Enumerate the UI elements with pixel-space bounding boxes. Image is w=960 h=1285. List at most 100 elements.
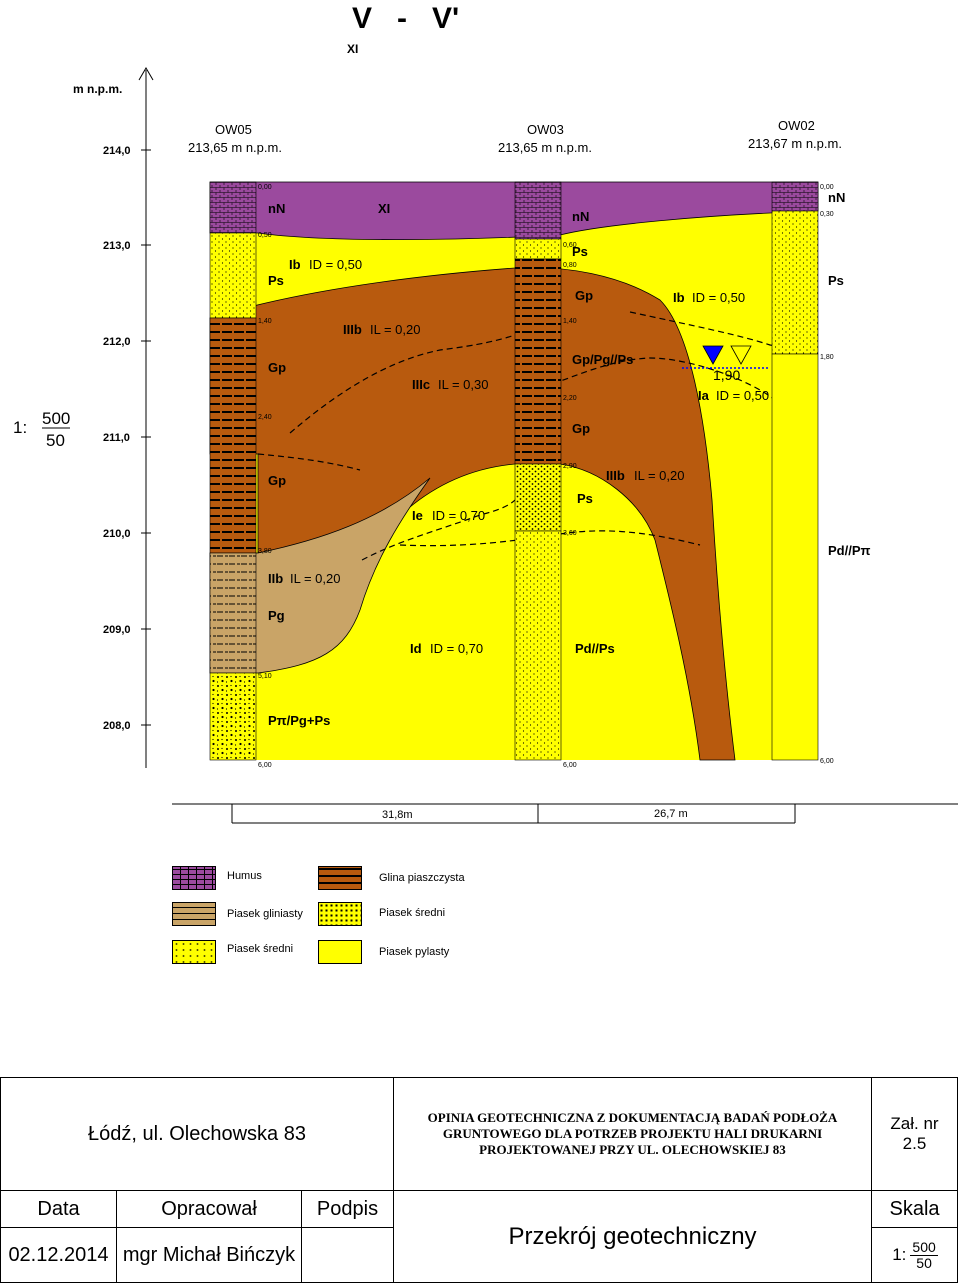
legend-swatch-loamy-sand: [172, 902, 216, 926]
svg-text:1,80: 1,80: [820, 354, 834, 361]
legend-label: Humus: [227, 870, 262, 882]
drawing-cell: Przekrój geotechniczny: [394, 1191, 872, 1282]
svg-text:XI: XI: [378, 201, 390, 216]
svg-text:IL = 0,20: IL = 0,20: [290, 571, 340, 586]
depth-labels: 0,00 0,50 1,40 2,40 3,80 5,10 6,00 0,60 …: [258, 184, 834, 769]
svg-text:Ia: Ia: [698, 388, 710, 403]
layer-loamy-sand: [209, 477, 431, 674]
svg-text:ID = 0,50: ID = 0,50: [309, 257, 362, 272]
axis-ticks: 214,0 213,0 212,0 211,0 210,0 209,0 208,…: [103, 145, 151, 732]
drawing-title: Przekrój geotechniczny: [508, 1222, 757, 1250]
svg-text:50: 50: [46, 431, 65, 450]
opinion-cell: OPINIA GEOTECHNICZNA Z DOKUMENTACJĄ BADA…: [394, 1078, 872, 1191]
svg-text:Pd//Pπ: Pd//Pπ: [828, 543, 871, 558]
svg-text:0,80: 0,80: [563, 262, 577, 269]
svg-text:nN: nN: [572, 209, 589, 224]
borehole-ow05: [209, 181, 257, 761]
svg-text:Ib: Ib: [289, 257, 301, 272]
legend-label: Piasek średni: [227, 943, 294, 955]
svg-text:nN: nN: [828, 190, 845, 205]
svg-text:ID = 0,70: ID = 0,70: [432, 508, 485, 523]
axis-tick-label: 212,0: [103, 336, 131, 348]
legend-label: Piasek gliniasty: [227, 908, 303, 920]
svg-text:Gp/Pg//Ps: Gp/Pg//Ps: [572, 352, 633, 367]
svg-text:Gp: Gp: [268, 473, 286, 488]
borehole-ow03: [514, 181, 562, 761]
author-value: mgr Michał Bińczyk: [122, 1243, 296, 1266]
legend-swatch-coarse-sand: [318, 902, 362, 926]
legend: Humus Glina piaszczysta Piasek gliniasty…: [172, 862, 592, 972]
groundwater-filled-triangle-icon: [702, 345, 724, 365]
svg-text:IL = 0,30: IL = 0,30: [438, 377, 488, 392]
axis-tick-label: 214,0: [103, 145, 131, 157]
svg-text:Ps: Ps: [572, 244, 588, 259]
layer-labels: nN XI nN nN Ps Ib ID = 0,50 Ps Gp Ib ID …: [268, 190, 871, 728]
distance-bar: 31,8m 26,7 m: [172, 803, 958, 824]
axis-tick-label: 211,0: [103, 432, 130, 444]
borehole-name: OW05: [215, 122, 252, 137]
svg-text:Ie: Ie: [412, 508, 423, 523]
groundwater-open-triangle-icon: [730, 345, 752, 365]
svg-text:IIIb: IIIb: [606, 468, 625, 483]
svg-text:Pπ/Pg+Ps: Pπ/Pg+Ps: [268, 713, 330, 728]
svg-text:IL = 0,20: IL = 0,20: [370, 322, 420, 337]
groundwater-marker: 1,90: [682, 345, 770, 383]
axis-tick-label: 210,0: [103, 528, 131, 540]
author-header: Opracował: [117, 1191, 302, 1228]
svg-text:0,00: 0,00: [258, 184, 272, 191]
svg-text:Pd//Ps: Pd//Ps: [575, 641, 615, 656]
svg-text:Id: Id: [410, 641, 422, 656]
legend-label: Glina piaszczysta: [379, 872, 465, 884]
location: Łódź, ul. Olechowska 83: [88, 1122, 306, 1145]
svg-text:Ps: Ps: [268, 273, 284, 288]
svg-text:IIb: IIb: [268, 571, 283, 586]
svg-text:Ib: Ib: [673, 290, 685, 305]
svg-text:IIIc: IIIc: [412, 377, 430, 392]
legend-swatch-sand: [172, 940, 216, 964]
soil-layers: [209, 181, 819, 761]
sign-cell: [302, 1228, 394, 1282]
svg-text:6,00: 6,00: [820, 758, 834, 765]
svg-text:500: 500: [42, 409, 70, 428]
svg-text:3,60: 3,60: [563, 530, 577, 537]
svg-text:Ps: Ps: [577, 491, 593, 506]
axis-tick-label: 213,0: [103, 240, 131, 252]
borehole-name: OW02: [778, 118, 815, 133]
axis-tick-label: 209,0: [103, 624, 131, 636]
zal-cell: Zał. nr 2.5: [872, 1078, 958, 1191]
svg-text:Gp: Gp: [572, 421, 590, 436]
svg-text:0,00: 0,00: [820, 184, 834, 191]
borehole-name: OW03: [527, 122, 564, 137]
svg-text:IL = 0,20: IL = 0,20: [634, 468, 684, 483]
legend-label: Piasek pylasty: [379, 946, 450, 958]
date-value: 02.12.2014: [8, 1243, 109, 1266]
svg-text:5,10: 5,10: [258, 673, 272, 680]
svg-text:2,40: 2,40: [258, 414, 272, 421]
date-header: Data: [1, 1191, 117, 1228]
svg-text:6,00: 6,00: [258, 762, 272, 769]
svg-text:6,00: 6,00: [563, 762, 577, 769]
svg-text:Gp: Gp: [268, 360, 286, 375]
svg-text:2,20: 2,20: [563, 395, 577, 402]
svg-text:0,60: 0,60: [563, 242, 577, 249]
date-cell: 02.12.2014: [1, 1228, 117, 1282]
author-cell: mgr Michał Bińczyk: [117, 1228, 302, 1282]
vertical-scale: 1: 500 50: [13, 409, 70, 450]
svg-text:2,90: 2,90: [563, 463, 577, 470]
groundwater-depth: 1,90: [713, 367, 740, 383]
section-title: V - V': [352, 2, 459, 35]
borehole-elevation: 213,67 m n.p.m.: [748, 136, 842, 151]
svg-text:0,30: 0,30: [820, 211, 834, 218]
borehole-elevation: 213,65 m n.p.m.: [498, 140, 592, 155]
opinion-title: OPINIA GEOTECHNICZNA Z DOKUMENTACJĄ BADA…: [427, 1110, 838, 1157]
distance-label: 26,7 m: [654, 808, 688, 820]
legend-swatch-humus: [172, 866, 216, 890]
svg-text:ID = 0,50: ID = 0,50: [716, 388, 769, 403]
borehole-elevation: 213,65 m n.p.m.: [188, 140, 282, 155]
svg-text:1:: 1:: [13, 418, 27, 437]
svg-text:1,40: 1,40: [258, 318, 272, 325]
legend-swatch-clay: [318, 866, 362, 890]
legend-label: Piasek średni: [379, 907, 446, 919]
zal-label: Zał. nr: [890, 1114, 939, 1133]
